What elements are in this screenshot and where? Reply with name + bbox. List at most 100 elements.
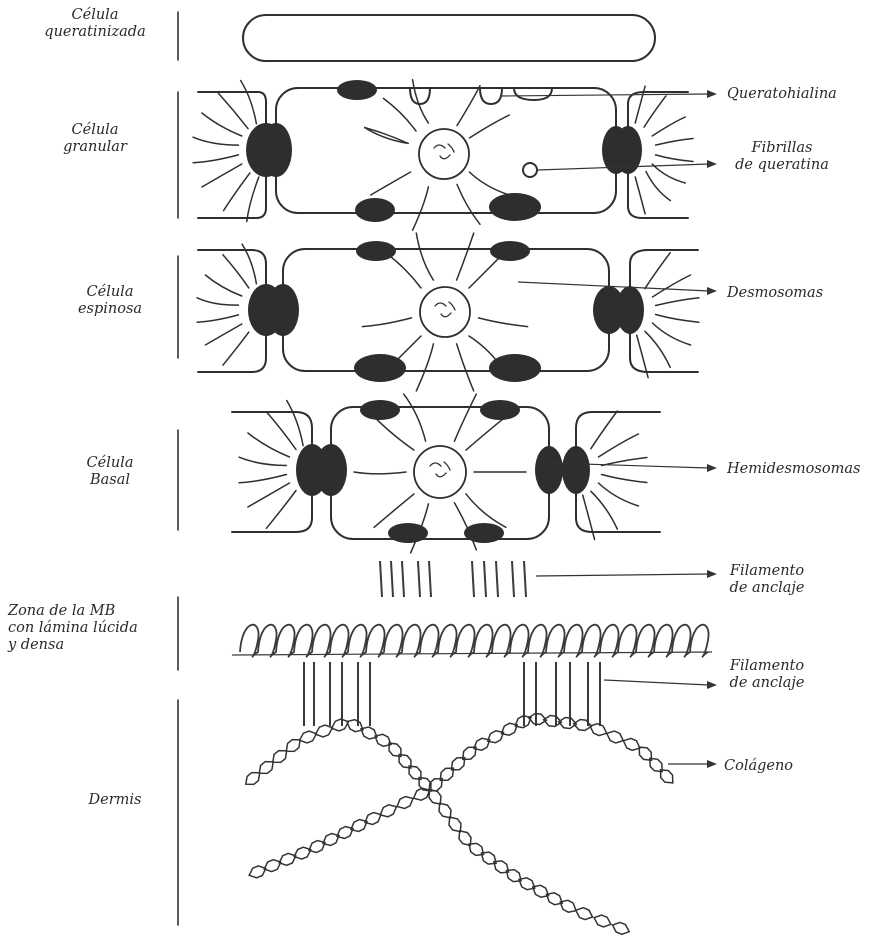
keratin-fibril [197, 315, 238, 322]
collagen-fiber-1 [246, 719, 629, 934]
label-line: Célula [35, 455, 185, 472]
keratin-fibril [374, 417, 414, 450]
callout-filamento-1: Filamento de anclaje [712, 563, 822, 597]
keratin-fibril [413, 187, 429, 230]
callout-colageno: Colágeno [724, 758, 793, 775]
keratin-fibril [583, 495, 595, 539]
callout-line: Filamento [712, 563, 822, 580]
collagen-bead [286, 740, 300, 752]
collagen-bead [264, 860, 281, 872]
desmosome-plaque [535, 446, 563, 494]
callout-fibrillas: Fibrillas de queratina [722, 140, 842, 174]
desmosome-plaque [315, 444, 347, 496]
keratin-fibril [645, 331, 670, 367]
arrow-desmosomas-head [707, 287, 717, 295]
collagen-bead [273, 751, 287, 763]
callout-desmosomas: Desmosomas [727, 285, 823, 302]
collagen-bead [459, 831, 471, 846]
keratin-fibril [416, 233, 433, 280]
keratin-fibril [599, 434, 639, 457]
keratin-fibril [457, 233, 474, 280]
collagen-bead [332, 719, 349, 731]
callout-line: Queratohialina [727, 86, 837, 103]
callout-line: Hemidesmosomas [727, 461, 860, 478]
keratin-fibril [362, 318, 411, 327]
keratin-fibril [223, 255, 249, 288]
collagen-bead [429, 790, 441, 805]
keratin-fibril [248, 433, 290, 457]
keratohyalin-granule [514, 88, 552, 100]
collagen-bead [380, 805, 396, 817]
label-espinosa: Célula espinosa [35, 284, 185, 318]
collagen-bead [300, 731, 317, 743]
keratin-fibril [365, 128, 408, 144]
keratin-fibril [457, 184, 480, 224]
keratin-fibril [218, 93, 248, 128]
label-membrana-basal: Zona de la MB con lámina lúcida y densa [8, 603, 138, 654]
callout-line: de anclaje [712, 580, 822, 597]
anchoring-filament [380, 561, 382, 597]
granular-cell [276, 88, 616, 213]
label-line: granular [20, 139, 170, 156]
anchoring-filament [402, 561, 404, 597]
collagen-bead [576, 908, 593, 920]
keratin-fibril [416, 344, 433, 391]
anchoring-filament [472, 561, 474, 597]
keratin-fibril [454, 394, 476, 441]
collagen-fibers [246, 714, 673, 935]
label-line: Célula [20, 7, 170, 24]
keratohyalin-granule [410, 88, 430, 104]
collagen-bead [439, 803, 451, 818]
keratin-fibril [635, 177, 645, 214]
keratin-fibril [653, 323, 691, 345]
keratin-fibril [239, 457, 286, 465]
cells [193, 15, 699, 553]
keratin-fibril [193, 137, 238, 145]
anchoring-filament [418, 561, 420, 597]
keratin-fibril [652, 117, 685, 136]
keratin-fibril [469, 253, 504, 288]
keratin-fibril [202, 164, 242, 187]
label-line: espinosa [35, 301, 185, 318]
keratin-fibril [656, 139, 693, 146]
collagen-bead [351, 820, 367, 832]
anchoring-filament [512, 561, 514, 597]
collagen-bead [347, 720, 363, 732]
label-line: Dermis [40, 792, 190, 809]
anchoring-filament [429, 561, 431, 597]
label-line: Basal [35, 472, 185, 489]
label-granular: Célula granular [20, 122, 170, 156]
nucleus-chromatin [435, 302, 455, 317]
keratin-fibril [371, 172, 411, 195]
keratin-fibril [653, 275, 691, 297]
keratin-fibril [599, 483, 639, 506]
keratohyalin-granule [523, 163, 537, 177]
collagen-bead [594, 915, 611, 927]
desmosome-plaque [616, 286, 644, 334]
keratin-fibril [223, 332, 249, 365]
label-dermis: Dermis [40, 792, 190, 809]
label-line: Zona de la MB [8, 603, 138, 620]
nucleus-chromatin [430, 462, 450, 477]
label-line: y densa [8, 637, 138, 654]
keratin-fibril [469, 115, 509, 138]
arrow-colageno-head [707, 760, 717, 768]
callout-filamento-2: Filamento de anclaje [712, 658, 822, 692]
desmosome-plaque [356, 241, 396, 261]
keratin-fibril [202, 113, 242, 136]
anchoring-filament [391, 561, 393, 597]
nucleus-chromatin [434, 144, 454, 159]
keratin-fibril [241, 81, 257, 124]
callout-queratohialina: Queratohialina [727, 86, 837, 103]
arrow-fibrillas-head [707, 160, 717, 168]
keratin-fibril [386, 253, 421, 288]
keratin-fibril [193, 155, 238, 163]
collagen-bead [249, 866, 266, 878]
collagen-bead [623, 738, 640, 750]
keratin-fibril [479, 318, 528, 327]
collagen-bead [259, 762, 273, 774]
keratin-fibril [656, 315, 699, 323]
desmosome-plaque [562, 446, 590, 494]
keratin-fibril [591, 411, 617, 449]
